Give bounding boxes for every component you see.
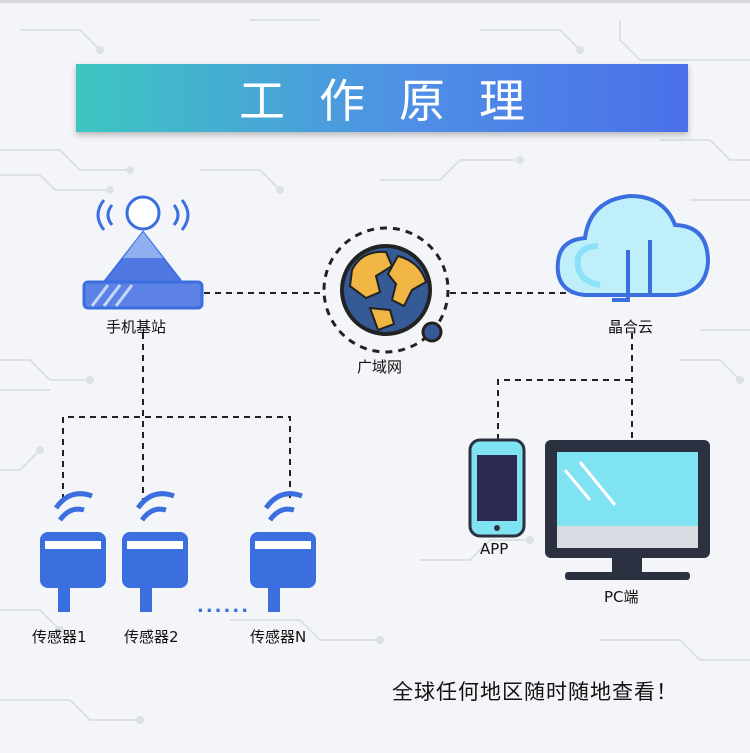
globe-icon	[322, 226, 450, 354]
sensor-label-n: 传感器N	[250, 628, 307, 646]
sensor-label-2: 传感器2	[124, 628, 179, 646]
monitor-icon	[545, 440, 710, 580]
sensor-label-1: 传感器1	[32, 628, 87, 646]
app-label: APP	[480, 540, 509, 558]
footer-tagline: 全球任何地区随时随地查看！	[392, 680, 678, 704]
sensor-icon-n	[250, 491, 316, 612]
sensor-icon-1	[40, 491, 106, 612]
link-sensor-bus	[62, 416, 291, 500]
title-banner: 工作原理	[76, 64, 688, 132]
top-divider	[0, 0, 750, 3]
wan-label: 广域网	[357, 358, 403, 376]
page-title: 工作原理	[239, 74, 559, 128]
pc-label: PC端	[604, 588, 639, 606]
base-station-label: 手机基站	[106, 318, 167, 336]
cloud-icon	[555, 193, 711, 302]
sensor-ellipsis: ......	[197, 596, 250, 617]
link-app	[497, 379, 632, 440]
cloud-label: 晶合云	[608, 318, 654, 336]
base-station-icon	[82, 195, 204, 310]
phone-icon	[468, 438, 526, 538]
sensor-icon-2	[122, 491, 188, 612]
